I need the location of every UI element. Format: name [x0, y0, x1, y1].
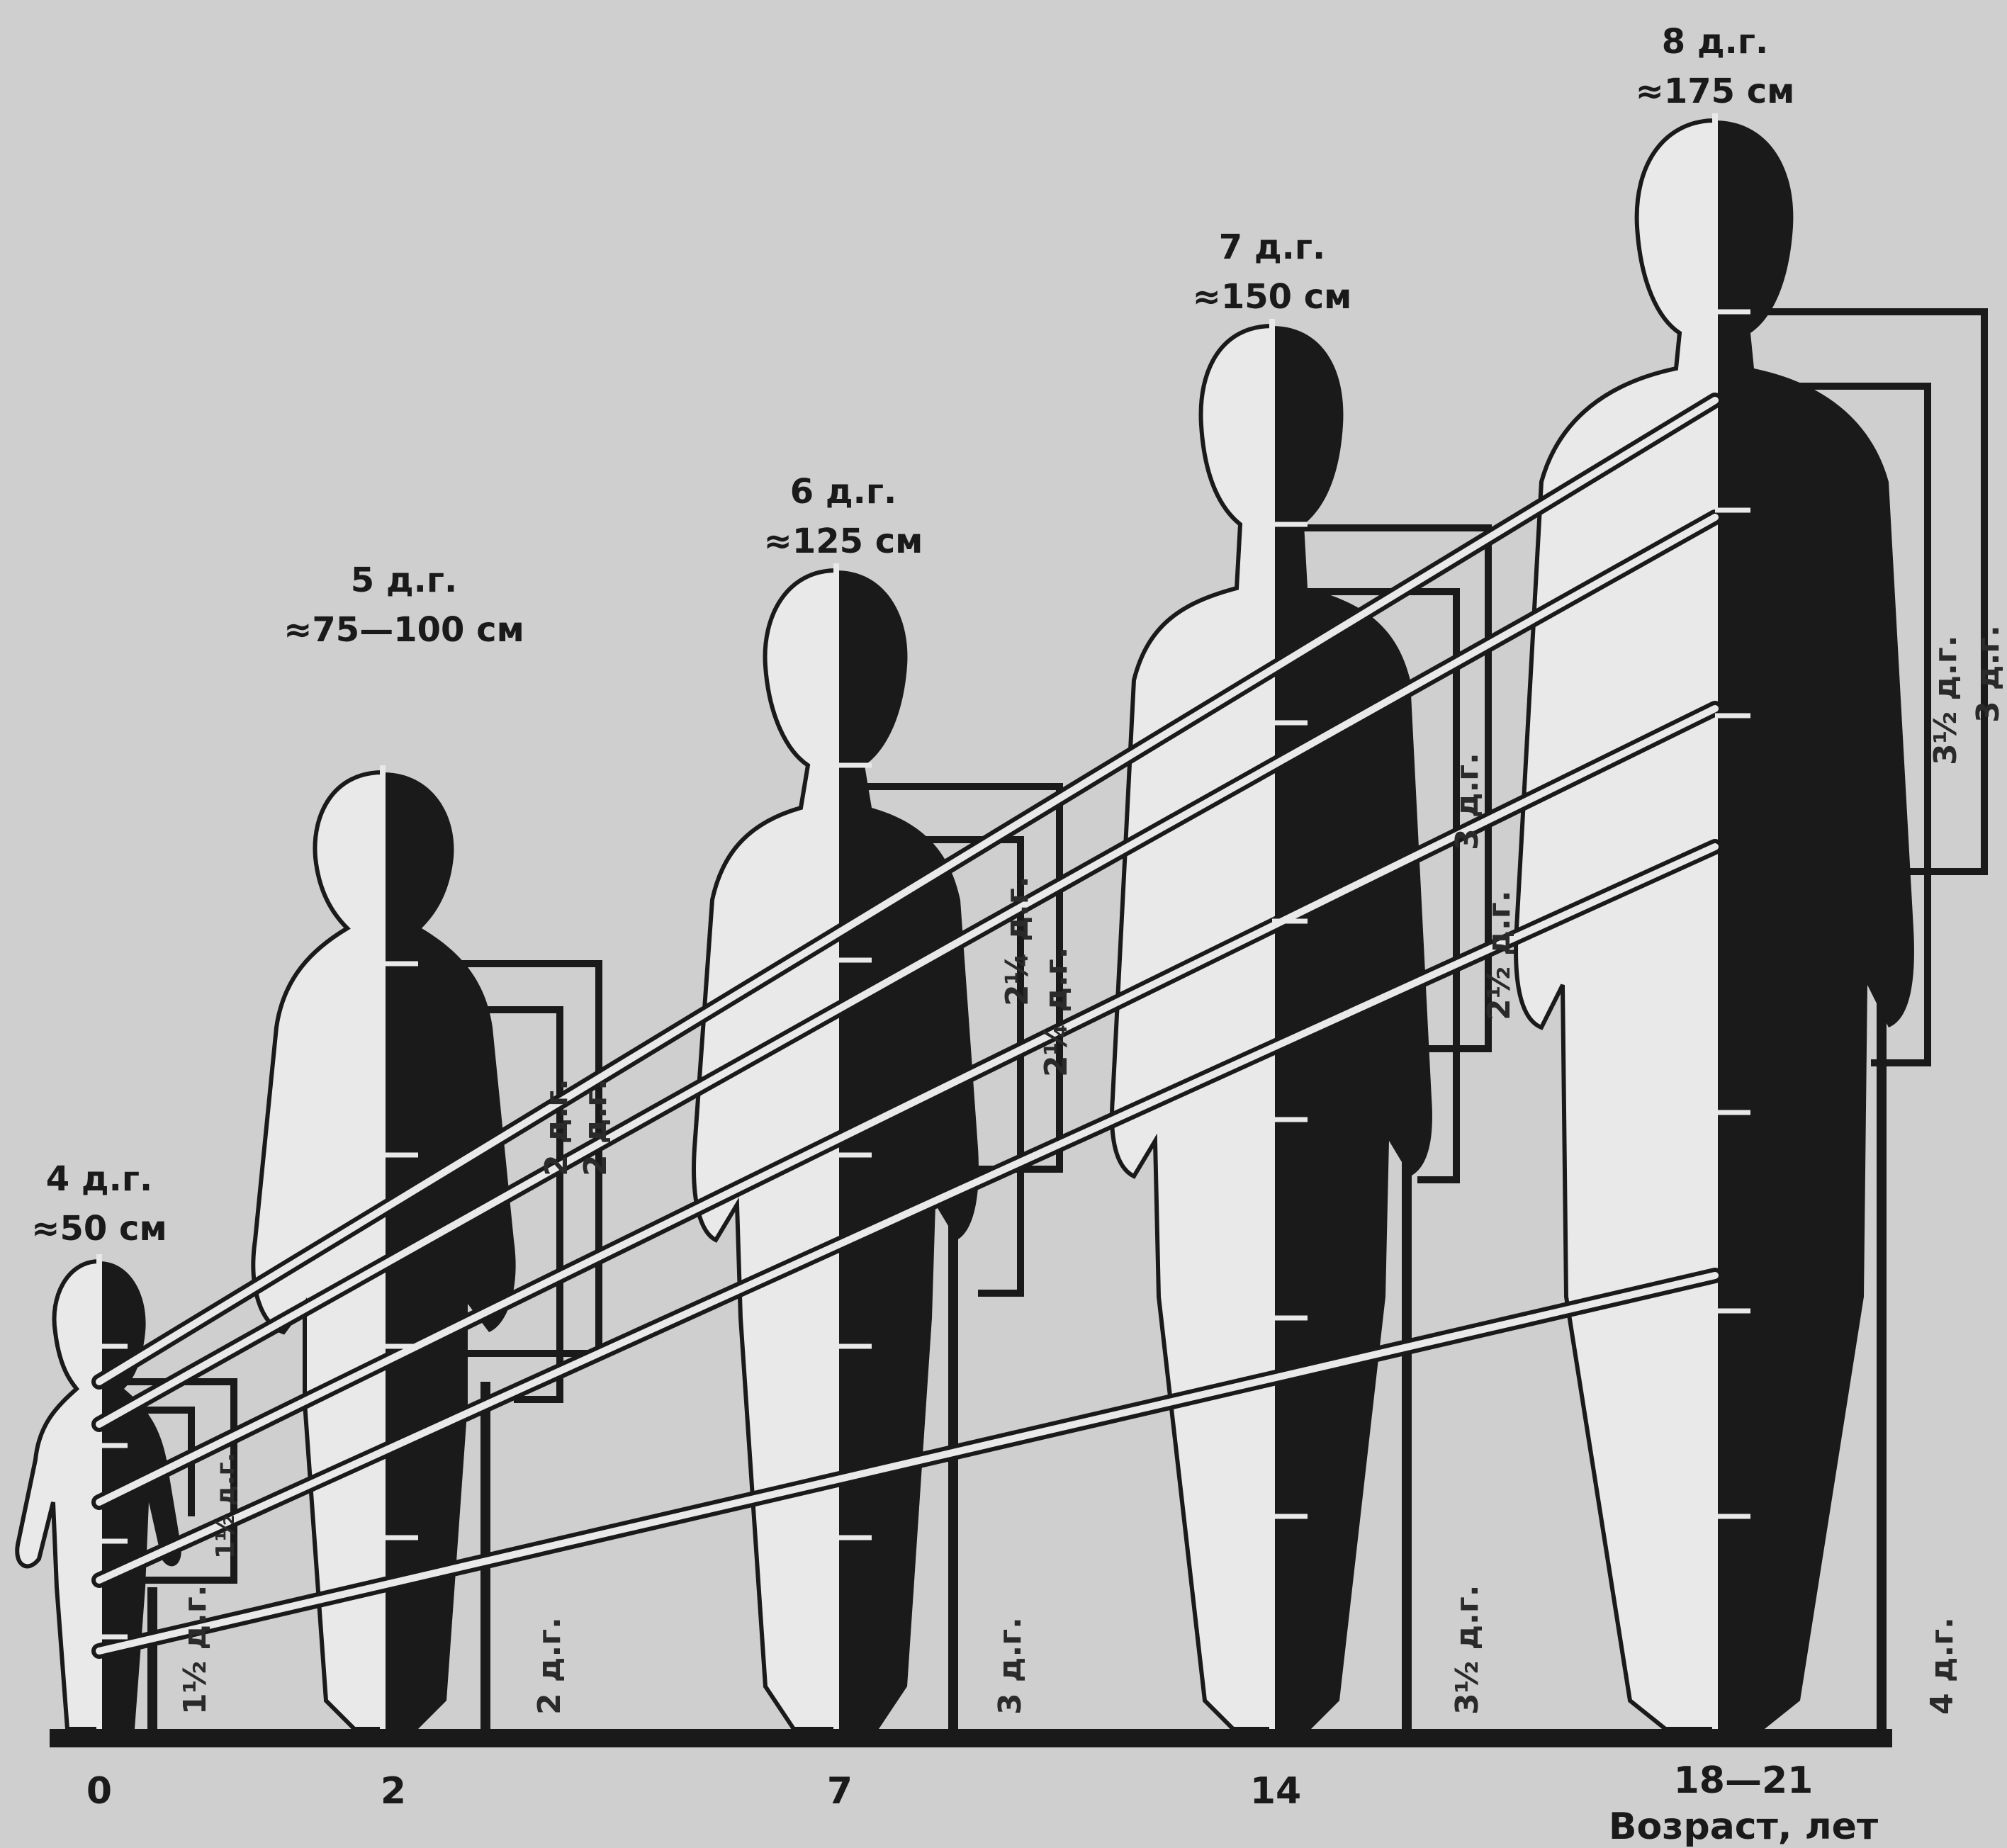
- age14-height-label: ≈150 см: [1193, 277, 1352, 317]
- age7-torso-label-b: 2¼ д.г.: [1038, 947, 1074, 1077]
- leg-label-age7: 3 д.г.: [992, 1617, 1028, 1715]
- age7-torso-label-a: 2¼ д.г.: [999, 877, 1035, 1006]
- adult-heads-label: 8 д.г.: [1662, 22, 1768, 62]
- ground-line: [50, 1729, 1892, 1747]
- age2-heads-label: 5 д.г.: [351, 560, 457, 600]
- age-tick-7: 7: [827, 1770, 853, 1813]
- figure-age14-light-half: [1112, 326, 1272, 1729]
- age14-torso-label-b: 2½ д.г.: [1481, 891, 1517, 1020]
- age14-heads-label: 7 д.г.: [1219, 227, 1325, 267]
- age7-height-label: ≈125 см: [764, 522, 923, 561]
- age2-height-label: ≈75—100 см: [283, 610, 524, 650]
- leg-label-age14: 3½ д.г.: [1449, 1585, 1485, 1715]
- age2-torso-label-b: 2 д.г.: [578, 1078, 614, 1176]
- adult-height-label: ≈175 см: [1636, 72, 1795, 111]
- figure-age-7: [694, 563, 1059, 1729]
- leg-label-adult: 4 д.г.: [1924, 1617, 1960, 1715]
- figure-infant-light-half: [17, 1261, 99, 1729]
- age-tick-18-21: 18—21: [1674, 1759, 1814, 1802]
- age-tick-14: 14: [1250, 1770, 1301, 1813]
- infant-torso-label: 1½ д.г.: [211, 1453, 240, 1559]
- infant-height-label: ≈50 см: [31, 1209, 167, 1249]
- adult-torso-label-a: 3½ д.г.: [1928, 636, 1964, 765]
- leg-label-infant: 1½ д.г.: [177, 1585, 213, 1715]
- age14-torso-label-a: 3 д.г.: [1449, 753, 1485, 850]
- age-tick-2: 2: [381, 1770, 406, 1813]
- adult-torso-label-b: 3 д.г.: [1970, 625, 2006, 723]
- axis-title: Возраст, лет: [1609, 1805, 1878, 1848]
- figure-adult: [1516, 113, 1984, 1729]
- age7-heads-label: 6 д.г.: [790, 472, 896, 512]
- infant-heads-label: 4 д.г.: [46, 1159, 152, 1199]
- leg-label-age2: 2 д.г.: [532, 1617, 568, 1715]
- age2-torso-label-a: 2 д.г.: [539, 1078, 575, 1176]
- age-tick-0: 0: [86, 1770, 112, 1813]
